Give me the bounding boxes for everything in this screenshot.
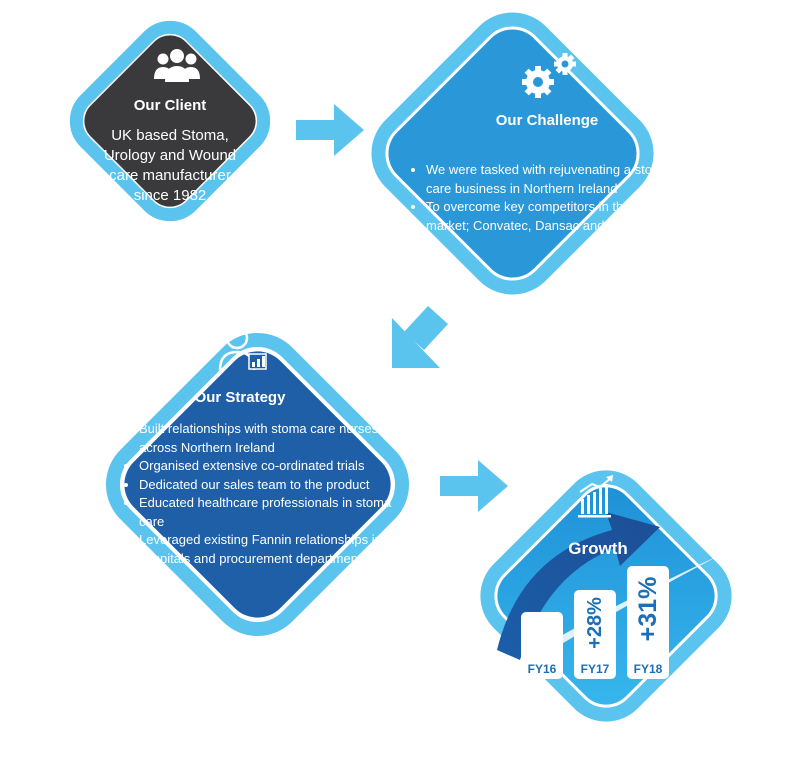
strategy-bullet: Organised extensive co-ordinated trials [139, 457, 393, 476]
client-line: care manufacturer [109, 167, 231, 184]
swoosh-highlight [470, 555, 720, 700]
bar-pct-fy18: +31% [634, 576, 662, 642]
client-line: since 1982 [133, 187, 207, 204]
challenge-title: Our Challenge [495, 112, 599, 129]
challenge-bullets: We were tasked with rejuvenating a stoma… [412, 161, 698, 235]
challenge-bullet: To overcome key competitors in the stoma… [426, 198, 698, 235]
bar-fy17 [574, 590, 616, 679]
strategy-bullet: Leveraged existing Fannin relationships … [139, 531, 393, 568]
challenge-bullet: We were tasked with rejuvenating a stoma… [426, 161, 698, 198]
growth-arrow [497, 512, 660, 660]
person-chart-icon [218, 326, 267, 371]
people-icon [154, 49, 200, 82]
bar-fy16 [521, 612, 563, 679]
strategy-diamond [105, 332, 410, 637]
bar-label-fy18: FY18 [633, 662, 663, 676]
growth-title: Growth [568, 539, 628, 558]
bar-pct-fy17: +28% [584, 597, 606, 649]
strategy-bullet: Built relationships with stoma care nurs… [139, 420, 393, 457]
strategy-bullet: Educated healthcare professionals in sto… [139, 494, 393, 531]
arrow-challenge-to-strategy [392, 306, 448, 368]
growth-bars [521, 566, 669, 679]
client-line: UK based Stoma, [111, 127, 229, 144]
client-line: Urology and Wound [103, 147, 237, 164]
bar-label-fy16: FY16 [527, 662, 557, 676]
arrow-strategy-to-growth [440, 460, 508, 512]
bar-label-fy17: FY17 [580, 662, 610, 676]
strategy-bullets: Built relationships with stoma care nurs… [125, 420, 393, 568]
strategy-title: Our Strategy [194, 389, 286, 406]
client-title: Our Client [133, 97, 207, 114]
challenge-diamond [371, 12, 654, 295]
client-diamond [69, 20, 271, 222]
arrow-client-to-challenge [296, 104, 364, 156]
client-description: UK based Stoma, Urology and Wound care m… [92, 126, 248, 206]
bar-fy18 [627, 566, 669, 679]
bar-chart-icon [578, 475, 613, 518]
strategy-bullet: Dedicated our sales team to the product [139, 476, 393, 495]
